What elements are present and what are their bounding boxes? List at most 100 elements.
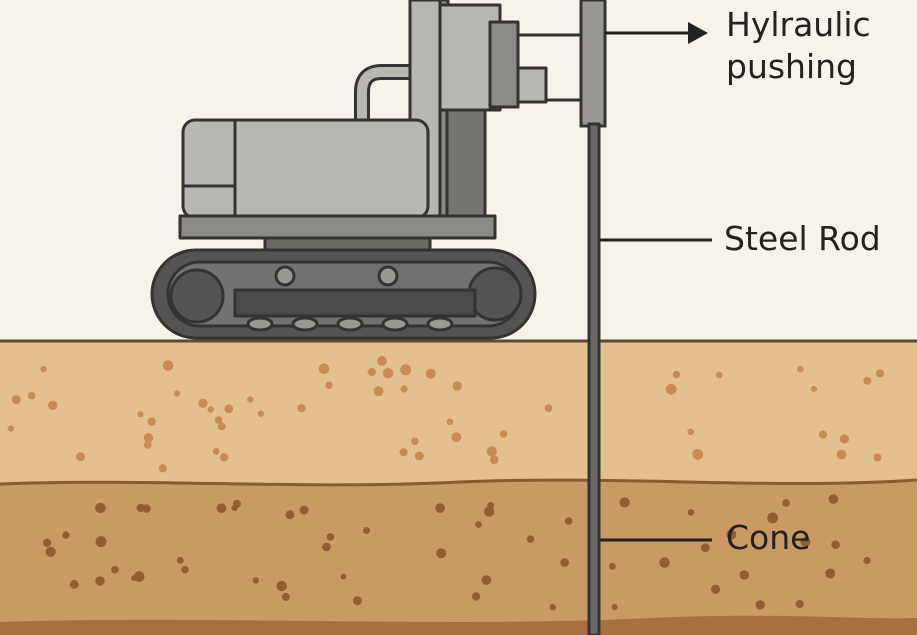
soil-dot xyxy=(715,371,723,379)
leader-lines xyxy=(600,22,712,542)
steel-rod-assembly xyxy=(579,0,607,635)
soil-dot xyxy=(299,505,309,515)
steel-rod xyxy=(587,122,601,635)
soil-dot xyxy=(318,363,330,375)
soil-dot xyxy=(326,533,335,541)
soil-dot xyxy=(216,503,227,513)
soil-dot xyxy=(400,385,408,393)
soil-dot xyxy=(672,370,681,379)
soil-dot xyxy=(526,535,535,543)
soil-dot xyxy=(755,600,765,610)
soil-dot xyxy=(475,521,482,528)
soil-dot xyxy=(739,570,750,580)
soil-dot xyxy=(810,386,818,393)
soil-dot xyxy=(665,383,677,395)
soil-dot xyxy=(111,565,119,574)
soil-dot xyxy=(611,604,618,610)
soil-dot xyxy=(181,566,189,574)
soil-dot xyxy=(839,434,850,444)
soil-dot xyxy=(471,592,481,601)
soil-dot xyxy=(252,577,259,584)
soil-dot xyxy=(782,499,790,507)
soil-dot xyxy=(451,432,462,443)
soil-dot xyxy=(43,538,52,548)
soil-dot xyxy=(411,437,419,446)
soil-dot xyxy=(176,556,184,564)
drill-rig xyxy=(150,0,582,340)
soil-dot xyxy=(142,504,151,513)
soil-dot xyxy=(863,376,872,385)
soil-dots-upper xyxy=(7,356,885,473)
soil-dot xyxy=(247,396,254,403)
soil-layers xyxy=(0,339,917,635)
soil-dot xyxy=(297,404,306,413)
steel-rod-label: Steel Rod xyxy=(724,219,881,258)
soil-dot xyxy=(217,422,226,431)
soil-dot xyxy=(137,411,144,418)
soil-dot xyxy=(198,398,208,408)
soil-dot xyxy=(162,360,174,371)
soil-dot xyxy=(564,517,573,525)
soil-dot xyxy=(207,406,214,413)
soil-dot xyxy=(219,453,229,462)
push-frame-sleeve xyxy=(579,0,607,128)
soil-dot xyxy=(352,596,362,606)
soil-dot xyxy=(446,418,454,426)
soil-dot xyxy=(560,558,569,567)
soil-dot xyxy=(382,368,394,379)
rig-platform xyxy=(178,214,497,240)
soil-dot xyxy=(48,400,58,410)
soil-dot xyxy=(487,502,495,509)
hydraulic-pushing-label-line1: Hylraulic xyxy=(726,5,871,44)
soil-dot xyxy=(322,542,331,552)
soil-dot xyxy=(367,367,376,377)
soil-dot xyxy=(174,390,181,397)
soil-dot xyxy=(224,404,234,414)
track-sprocket-right xyxy=(467,266,523,322)
soil-dot xyxy=(481,575,492,585)
soil-dot xyxy=(400,364,412,376)
soil-dot xyxy=(95,536,107,548)
soil-dot xyxy=(95,502,106,514)
soil-dot xyxy=(325,381,333,389)
soil-dot xyxy=(828,494,839,504)
soil-dot xyxy=(212,448,220,455)
soil-dot xyxy=(276,580,287,592)
soil-dot xyxy=(873,453,882,462)
soil-dot xyxy=(818,430,828,439)
soil-dot xyxy=(549,604,556,611)
soil-dot xyxy=(147,417,156,426)
soil-dot xyxy=(11,395,21,405)
soil-dot xyxy=(363,527,370,534)
soil-dot xyxy=(499,430,508,438)
soil-dot xyxy=(800,537,811,547)
soil-boundary-line xyxy=(0,478,917,487)
soil-dot xyxy=(767,512,778,524)
soil-dot xyxy=(45,546,56,557)
soil-dot xyxy=(836,449,847,460)
track-rollers xyxy=(246,316,454,332)
soil-dot xyxy=(490,455,499,465)
soil-dot xyxy=(825,568,836,579)
soil-dot xyxy=(373,386,384,397)
soil-dot xyxy=(231,504,238,512)
soil-dot xyxy=(340,573,347,580)
track-sprocket-left xyxy=(169,268,225,324)
soil-dot xyxy=(7,425,14,432)
soil-dot xyxy=(214,416,223,425)
soil-dot xyxy=(158,464,167,473)
soil-dot xyxy=(62,531,70,539)
soil-dot xyxy=(711,584,721,594)
soil-dot xyxy=(692,449,704,460)
soil-dot xyxy=(435,503,445,513)
soil-dots-lower xyxy=(43,494,871,611)
soil-bottom-edge xyxy=(0,615,917,635)
cone-label: Cone xyxy=(726,518,811,557)
soil-dot xyxy=(797,365,804,373)
soil-dot xyxy=(700,543,710,552)
soil-dot xyxy=(76,452,85,462)
soil-dot xyxy=(257,410,264,417)
hydraulic-pushing-label-line2: pushing xyxy=(726,47,858,86)
soil-dot xyxy=(619,497,630,508)
